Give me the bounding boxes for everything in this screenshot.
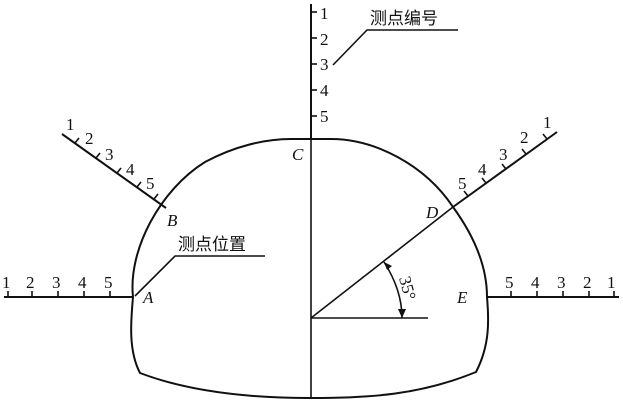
left-scale-label-2: 2 [26,273,35,292]
upper-left-scale-label-1: 1 [66,115,75,134]
vertical-scale-label-5: 5 [320,107,329,126]
left-scale-label-1: 1 [2,273,11,292]
upper-left-scale-ticks [74,137,159,200]
upper-right-scale-label-4: 4 [478,160,487,179]
vertical-scale-ticks [311,11,317,117]
tunnel-outline [130,138,490,400]
right-scale-label-2: 2 [583,273,592,292]
upper-right-scale [452,131,558,208]
upper-left-scale-label-4: 4 [126,160,135,179]
right-scale-label-1: 1 [607,273,616,292]
upper-right-scale-label-2: 2 [520,128,529,147]
angle-diagonal-line [310,206,454,319]
angle-label: 35° [395,274,420,302]
vertical-scale-label-2: 2 [320,30,329,49]
upper-left-scale-label-5: 5 [146,174,155,193]
vertical-scale-label-4: 4 [320,81,329,100]
upper-left-scale-label-2: 2 [85,129,94,148]
upper-right-scale-ticks [463,133,548,197]
point-label-e: E [456,288,468,307]
point-number-label: 测点编号 [370,9,438,29]
upper-left-scale [61,133,167,209]
left-scale-label-3: 3 [52,273,61,292]
upper-right-scale-label-3: 3 [499,145,508,164]
left-scale-label-4: 4 [78,273,87,292]
vertical-scale-label-1: 1 [320,4,329,23]
point-label-d: D [425,203,439,222]
right-scale-label-3: 3 [557,273,566,292]
right-scale-label-4: 4 [531,273,540,292]
point-label-b: B [167,211,178,230]
left-scale-ticks [7,291,111,297]
point-position-leader [134,255,265,297]
point-position-label: 测点位置 [178,235,246,255]
upper-right-scale-label-5: 5 [458,174,467,193]
point-label-c: C [292,145,304,164]
upper-left-scale-label-3: 3 [105,145,114,164]
point-number-leader [332,29,458,66]
right-scale-ticks [510,291,615,297]
upper-right-scale-label-1: 1 [543,113,552,132]
right-scale-label-5: 5 [505,273,514,292]
angle-arrow-top [384,262,392,270]
vertical-scale-label-3: 3 [320,55,329,74]
angle-arrow-bottom [398,309,406,318]
left-scale-label-5: 5 [104,273,113,292]
point-label-a: A [142,288,154,307]
